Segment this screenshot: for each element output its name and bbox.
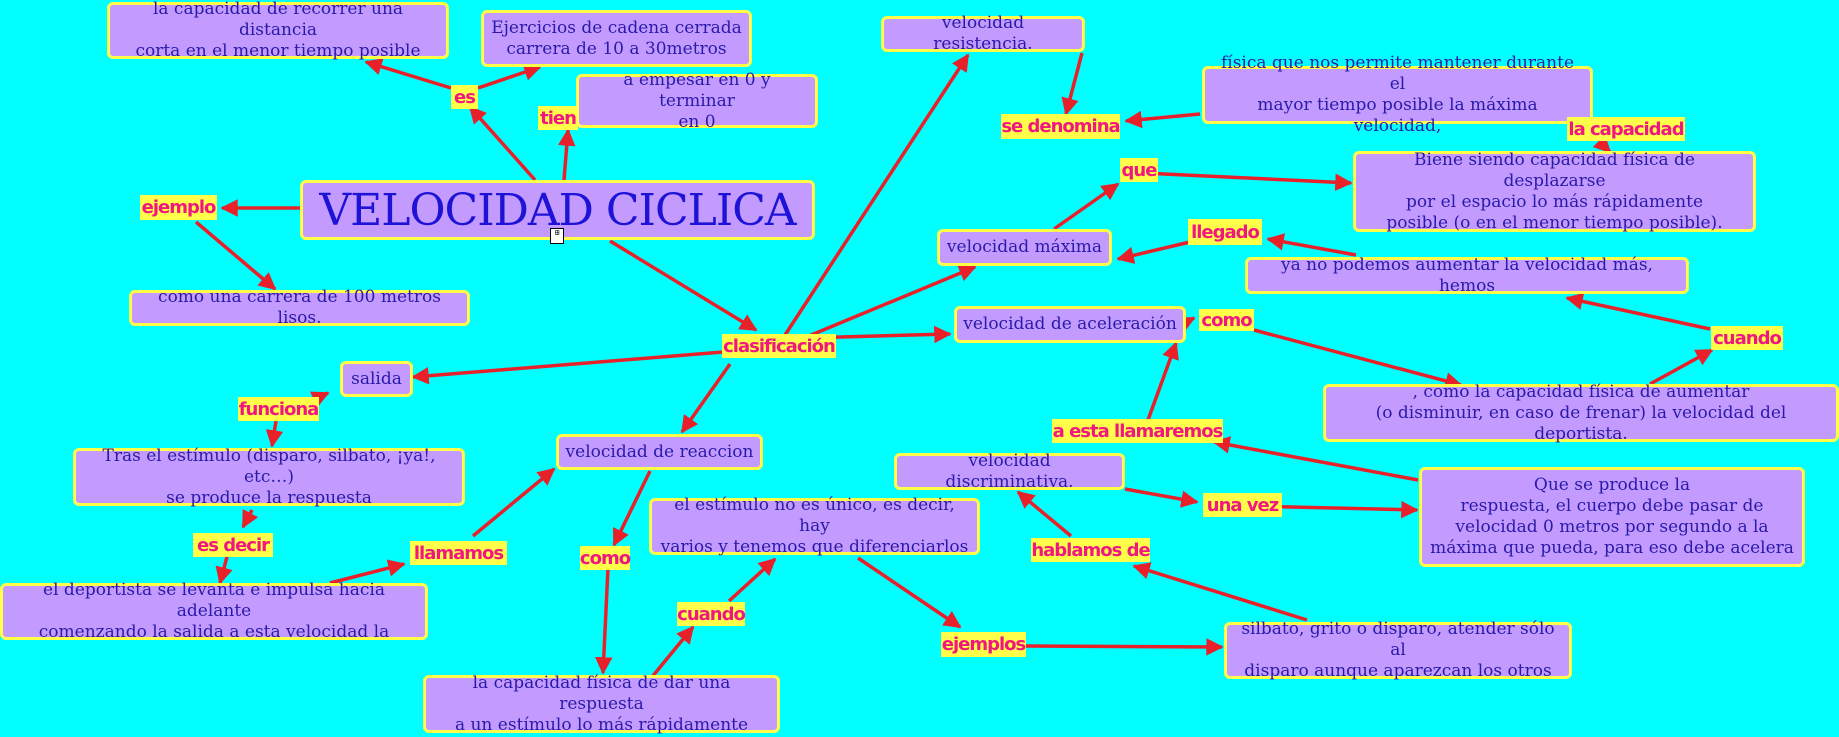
node-que-se-produce: Que se produce la respuesta, el cuerpo d… [1419,467,1805,567]
node-ya-no-podemos: ya no podemos aumentar la velocidad más,… [1245,255,1689,296]
node-tras-estimulo: Tras el estímulo (disparo, silbato, ¡ya!… [73,446,465,508]
link-como-reaccion: como [579,546,631,570]
link-clasificacion: clasificación [722,334,836,358]
link-hablamos-de: hablamos de [1031,538,1151,562]
node-deportista-se-levanta: el deportista se levanta e impulsa hacia… [0,580,428,642]
node-velocidad-maxima: velocidad máxima [937,229,1112,266]
diagram-link-icon[interactable]: ⊞ [550,228,564,244]
link-llegado: llegado [1188,219,1262,245]
link-es: es [451,85,478,109]
link-cuando-capacidad: cuando [1711,326,1783,350]
node-empesar-terminar: a empesar en 0 y terminar en 0 [576,70,818,132]
link-se-denomina: se denomina [1001,114,1121,139]
node-salida: salida [340,361,413,397]
node-fisica-mantener: física que nos permite mantener durante … [1202,53,1593,136]
link-cuando-estimulo: cuando [677,602,746,626]
node-velocidad-reaccion: velocidad de reaccion [556,434,763,470]
link-como-aceleracion: como [1199,309,1254,331]
link-que: que [1120,158,1158,182]
node-capacidad-respuesta: la capacidad física de dar una respuesta… [423,673,780,735]
node-capacidad-aumentar: , como la capacidad física de aumentar (… [1323,382,1839,444]
node-velocidad-discriminativa: velocidad discriminativa. [894,451,1125,492]
link-es-decir: es decir [193,533,273,557]
node-ejercicios-cadena: Ejercicios de cadena cerrada carrera de … [481,10,752,67]
link-llamamos: llamamos [410,541,507,565]
link-la-capacidad: la capacidad [1567,117,1685,141]
link-ejemplos: ejemplos [941,632,1026,657]
node-biene-siendo: Biene siendo capacidad física de desplaz… [1353,150,1756,233]
link-funciona: funciona [238,397,319,421]
node-velocidad-aceleracion: velocidad de aceleración [954,306,1186,343]
link-una-vez: una vez [1203,493,1282,517]
link-tien: tien [538,106,578,130]
node-velocidad-resistencia: velocidad resistencia. [881,13,1085,54]
link-ejemplo: ejemplo [140,195,217,220]
node-carrera-100-metros: como una carrera de 100 metros lisos. [129,287,470,328]
link-a-esta-llamaremos: a esta llamaremos [1052,419,1223,443]
node-silbato-grito: silbato, grito o disparo, atender sólo a… [1224,619,1572,681]
node-def-distancia-corta: la capacidad de recorrer una distancia c… [107,0,449,61]
node-estimulo-no-unico: el estímulo no es único, es decir, hay v… [649,495,980,557]
